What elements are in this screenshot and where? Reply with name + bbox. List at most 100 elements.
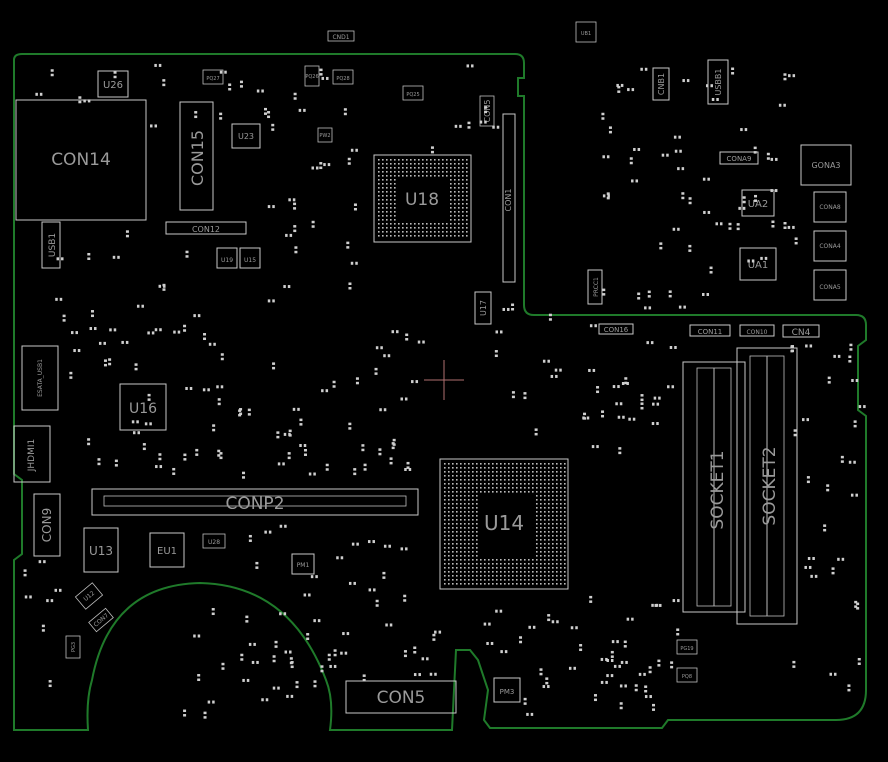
ua1-chip: UA1 (739, 247, 777, 281)
pm3-label: PM3 (500, 688, 515, 696)
pw2-label: PW2 (319, 133, 330, 139)
ub1-chip: UB1 (575, 21, 597, 43)
esata-usb1-label: ESATA_USB1 (37, 359, 44, 397)
cona9-label: CONA9 (727, 155, 752, 163)
gona3-label: GONA3 (811, 161, 840, 170)
con5-side-connector: CON5 (479, 95, 495, 127)
socket2-label: SOCKET2 (760, 446, 780, 525)
u23-label: U23 (238, 132, 254, 141)
con9-label: CON9 (40, 508, 54, 542)
con5-connector: CON5 (345, 680, 457, 714)
con5-label: CON5 (377, 688, 426, 708)
conp2-connector: CONP2 (91, 488, 419, 516)
con11-connector: CON11 (689, 324, 731, 337)
pm1-label: PM1 (297, 562, 310, 569)
u13-chip: U13 (83, 527, 119, 573)
u19-label: U19 (221, 257, 233, 264)
pm3-chip: PM3 (493, 677, 521, 703)
socket1-label: SOCKET1 (708, 450, 728, 529)
con10-connector: CON10 (739, 324, 775, 337)
ub1-label: UB1 (581, 31, 591, 37)
cnd1-connector: CND1 (327, 30, 355, 42)
cn4-connector: CN4 (782, 324, 820, 338)
u15-chip: U15 (239, 247, 261, 269)
usbb1-label: USBB1 (714, 69, 723, 96)
con15-connector: CON15 (179, 101, 214, 211)
u17-label: U17 (479, 300, 488, 316)
ua2-label: UA2 (748, 199, 769, 210)
con5-side-label: CON5 (483, 100, 492, 123)
eu1-label: EU1 (157, 546, 177, 557)
u14-label: U14 (484, 511, 524, 535)
cona5-connector: CONA5 (813, 269, 847, 301)
socket2-memory-slot: SOCKET2 (736, 347, 798, 625)
u15-label: U15 (244, 257, 256, 264)
ua2-chip: UA2 (741, 189, 775, 217)
con12-label: CON12 (192, 225, 220, 234)
con7-connector: CON7 (88, 607, 114, 633)
jhdmi1-label: JHDMI1 (27, 439, 37, 473)
ua1-label: UA1 (748, 260, 769, 271)
con16-connector: CON16 (598, 323, 634, 335)
u18-bga-chip: U18 (373, 154, 472, 243)
u12-label: U12 (82, 590, 96, 603)
gona3-connector: GONA3 (800, 144, 852, 186)
jhdmi1-connector: JHDMI1 (13, 425, 51, 483)
usbb1-connector: USBB1 (707, 59, 729, 105)
origin-crosshair (424, 360, 464, 400)
con9-connector: CON9 (33, 493, 61, 557)
u19-chip: U19 (216, 247, 238, 269)
u13-label: U13 (89, 544, 113, 558)
con15-label: CON15 (188, 130, 207, 186)
con7-label: CON7 (92, 612, 110, 629)
cona4-label: CONA4 (819, 243, 841, 250)
pq28-label: PQ28 (336, 76, 349, 82)
u28-label: U28 (208, 539, 220, 546)
conp2-label: CONP2 (225, 494, 284, 514)
u16-chip: U16 (119, 383, 167, 431)
prcc1-connector: PRCC1 (587, 269, 603, 305)
pq8-label: PQ8 (682, 674, 692, 680)
con14-connector: CON14 (15, 99, 147, 221)
pq25-label: PQ25 (406, 92, 419, 98)
cnd1-label: CND1 (332, 34, 349, 41)
u17-chip: U17 (474, 291, 492, 325)
pg19-label: PG19 (680, 646, 693, 652)
con16-label: CON16 (604, 326, 629, 334)
prcc1-label: PRCC1 (593, 277, 600, 297)
pg19-part: PG19 (676, 639, 698, 655)
cona9-connector: CONA9 (719, 151, 759, 165)
pm1-chip: PM1 (291, 553, 315, 575)
usb1-label: USB1 (48, 233, 58, 257)
socket1-memory-slot: SOCKET1 (682, 361, 746, 613)
u28-chip: U28 (202, 533, 226, 549)
pg3-part: PG3 (65, 635, 81, 659)
u26-label: U26 (103, 80, 123, 91)
u16-label: U16 (129, 401, 157, 417)
u14-bga-chip: U14 (439, 458, 569, 590)
pq8-part: PQ8 (676, 667, 698, 683)
eu1-chip: EU1 (149, 532, 185, 568)
con1-vertical-connector: CON1 (502, 113, 516, 283)
cona5-label: CONA5 (819, 284, 841, 291)
con14-label: CON14 (51, 150, 111, 170)
pg3-label: PG3 (71, 642, 77, 652)
cona4-connector: CONA4 (813, 230, 847, 262)
esata-usb1-connector: ESATA_USB1 (21, 345, 59, 411)
cnb1-connector: CNB1 (652, 67, 670, 101)
usb1-connector: USB1 (41, 221, 61, 269)
pq27-label: PQ27 (206, 76, 219, 82)
pq26-label: PQ26 (305, 74, 318, 80)
u12-chip: U12 (74, 582, 104, 610)
passive-components (23, 63, 866, 719)
u26-chip: U26 (97, 70, 129, 98)
u14-ball-grid (444, 463, 566, 585)
con10-label: CON10 (746, 329, 767, 336)
con11-label: CON11 (698, 328, 723, 336)
u18-ball-grid (378, 159, 468, 237)
cnb1-label: CNB1 (657, 73, 666, 95)
cona8-label: CONA8 (819, 204, 841, 211)
pq-parts-top: PQ27 PQ28 PQ26 PQ25 PW2 (202, 65, 424, 143)
cn4-label: CN4 (792, 328, 811, 338)
